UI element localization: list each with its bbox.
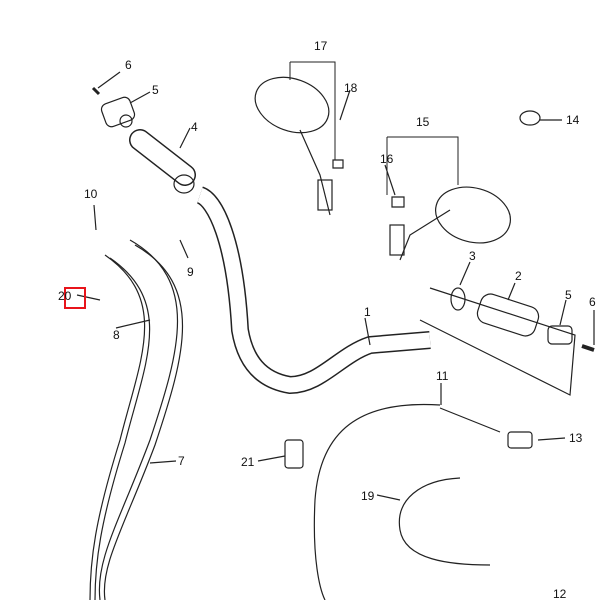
label-part-9: 9 — [187, 265, 194, 279]
label-part-2: 2 — [515, 269, 522, 283]
label-part-17: 17 — [314, 39, 328, 53]
label-part-16: 16 — [380, 152, 394, 166]
label-part-7: 7 — [178, 454, 185, 468]
highlight-box-part-20 — [64, 287, 86, 309]
label-part-11: 11 — [436, 369, 449, 383]
label-part-20: 20 — [58, 289, 72, 303]
cable-19 — [398, 477, 491, 566]
clutch-cable — [313, 403, 441, 600]
label-part-5b: 5 — [565, 288, 572, 302]
label-part-6b: 6 — [589, 295, 596, 309]
mirror-right — [435, 186, 511, 244]
throttle-cable — [98, 239, 179, 600]
mirror-left — [254, 76, 330, 134]
label-part-3: 3 — [469, 249, 476, 263]
label-part-18: 18 — [344, 81, 358, 95]
label-part-13: 13 — [569, 431, 583, 445]
label-part-6: 6 — [125, 58, 132, 72]
label-part-8: 8 — [113, 328, 120, 342]
label-part-19: 19 — [361, 489, 375, 503]
label-part-14: 14 — [566, 113, 580, 127]
label-part-5: 5 — [152, 83, 159, 97]
label-part-10: 10 — [84, 187, 98, 201]
label-part-15: 15 — [416, 115, 430, 129]
label-part-21: 21 — [241, 455, 255, 469]
label-part-1: 1 — [364, 305, 371, 319]
label-part-12: 12 — [553, 587, 567, 600]
label-part-4: 4 — [191, 120, 198, 134]
